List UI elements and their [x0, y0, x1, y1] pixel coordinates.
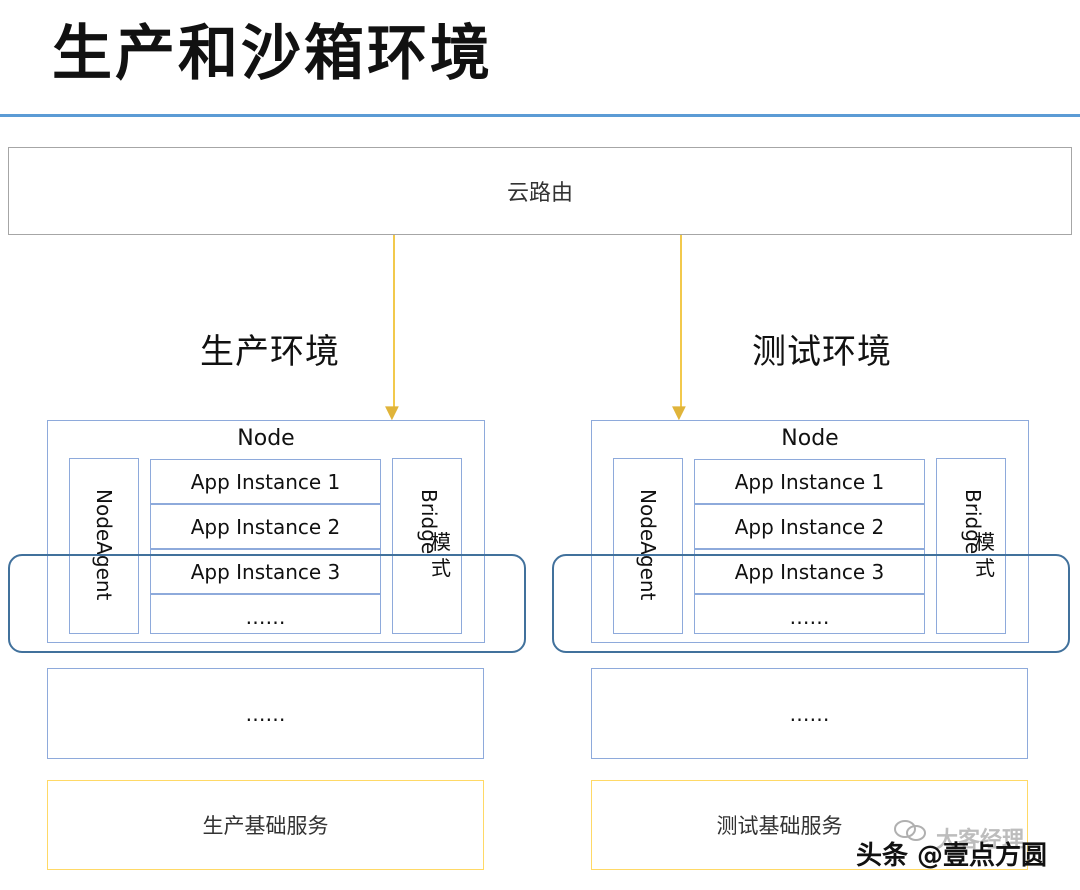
arrow-to-production: [393, 235, 395, 413]
app-instance-1: App Instance 1: [695, 460, 924, 505]
more-nodes-label: ……: [245, 701, 286, 726]
node-label: Node: [237, 426, 295, 451]
app-instance-3: App Instance 3: [151, 550, 380, 595]
test-bridge-mode: Bridge 模 式: [936, 458, 1006, 634]
production-instance-list: App Instance 1 App Instance 2 App Instan…: [150, 459, 381, 634]
production-env-title: 生产环境: [200, 332, 340, 372]
test-base-service: 测试基础服务: [591, 780, 1028, 870]
app-instance-more: ……: [789, 604, 830, 629]
watermark-faded-text: 大客经理: [936, 828, 1025, 853]
arrow-head-test-icon: ▼: [672, 402, 686, 423]
test-more-nodes: ……: [591, 668, 1028, 759]
bridge-mode-label: 模 式: [431, 530, 451, 580]
cloud-router-label: 云路由: [506, 181, 573, 206]
bridge-mode-label: 模 式: [975, 530, 995, 580]
title-divider: [0, 114, 1080, 117]
base-service-label: 生产基础服务: [202, 814, 329, 838]
arrow-head-production-icon: ▼: [385, 402, 399, 423]
production-node-agent: NodeAgent: [69, 458, 139, 634]
production-highlight-outline: [8, 554, 526, 653]
app-instance-2: App Instance 2: [695, 505, 924, 550]
app-instance-3: App Instance 3: [695, 550, 924, 595]
production-more-nodes: ……: [47, 668, 484, 759]
wechat-logo-icon: [893, 818, 927, 850]
app-instance-1: App Instance 1: [151, 460, 380, 505]
node-label: Node: [781, 426, 839, 451]
arrow-to-test: [680, 235, 682, 413]
bridge-label: Bridge: [961, 489, 985, 555]
bridge-label: Bridge: [417, 489, 441, 555]
page-title: 生产和沙箱环境: [52, 19, 493, 89]
node-agent-label: NodeAgent: [92, 489, 116, 601]
production-bridge-mode: Bridge 模 式: [392, 458, 462, 634]
node-agent-label: NodeAgent: [636, 489, 660, 601]
test-highlight-outline: [552, 554, 1070, 653]
app-instance-2: App Instance 2: [151, 505, 380, 550]
watermark-text: 头条 @壹点方圆: [856, 841, 1048, 871]
production-base-service: 生产基础服务: [47, 780, 484, 870]
base-service-label: 测试基础服务: [716, 814, 843, 838]
test-instance-list: App Instance 1 App Instance 2 App Instan…: [694, 459, 925, 634]
more-nodes-label: ……: [789, 701, 830, 726]
test-env-title: 测试环境: [752, 332, 892, 372]
test-node-agent: NodeAgent: [613, 458, 683, 634]
cloud-router-box: 云路由: [8, 147, 1072, 235]
app-instance-more: ……: [245, 604, 286, 629]
